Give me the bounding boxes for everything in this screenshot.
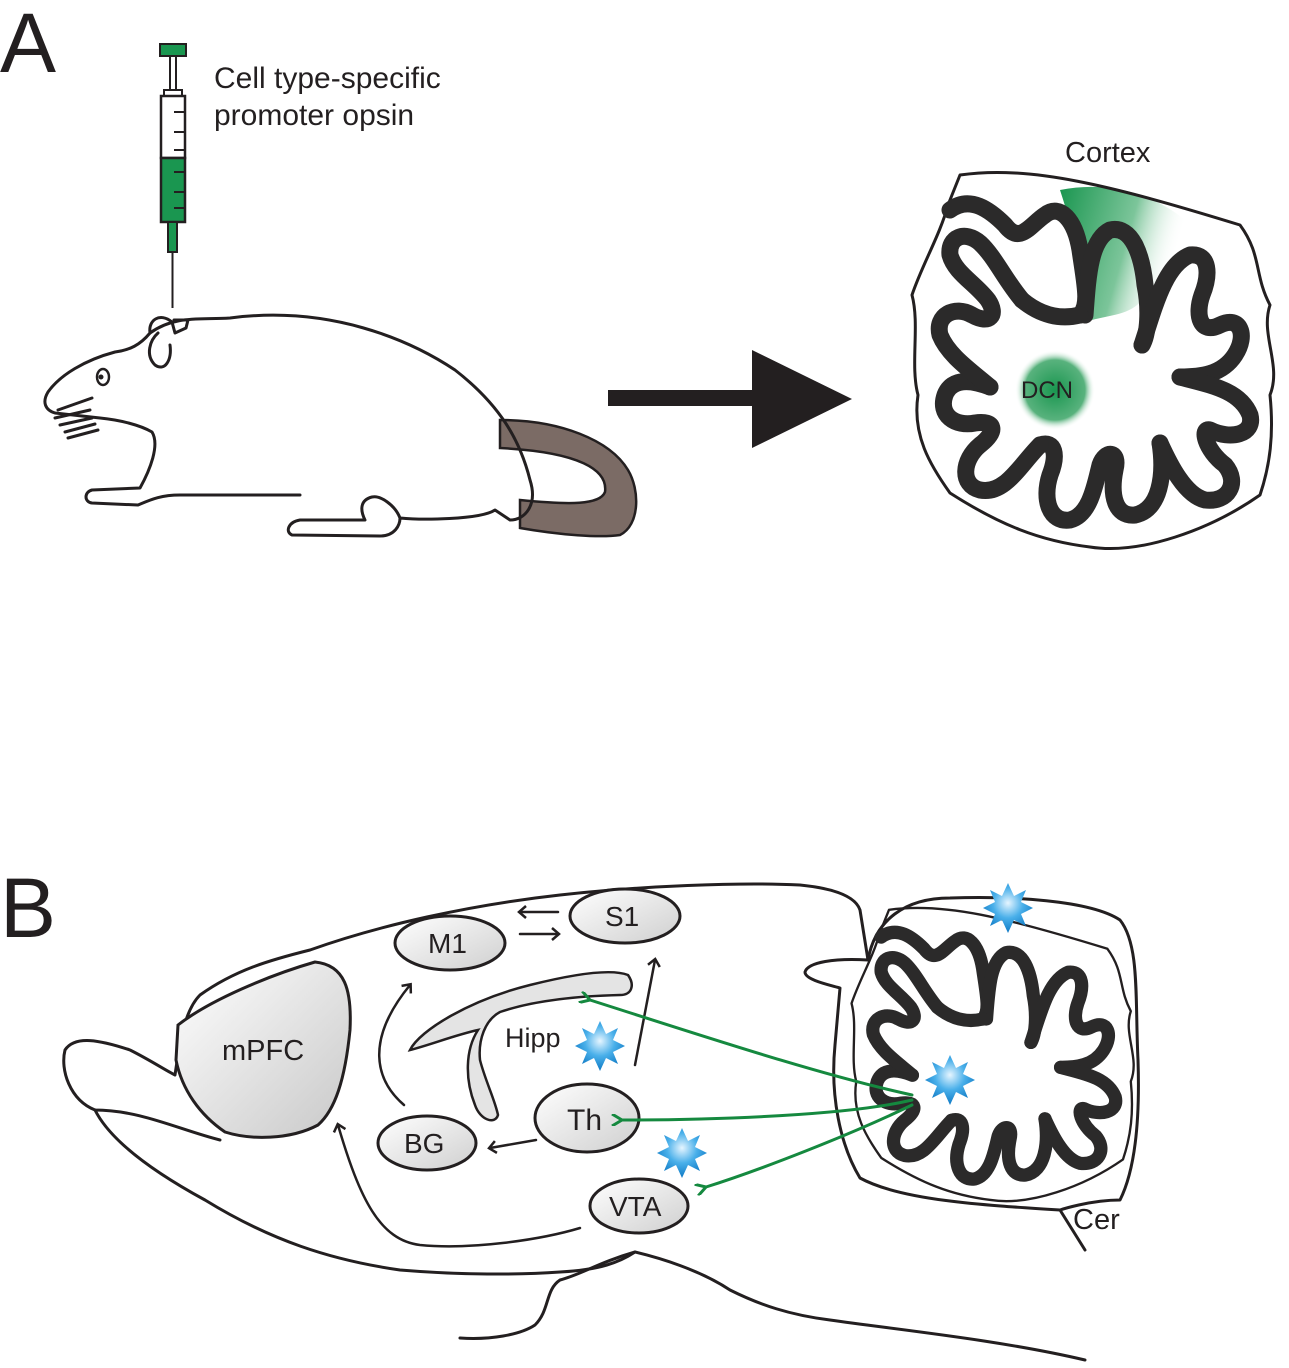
cerebellum-panel-a [912, 172, 1274, 548]
dcn-opsin-region [1015, 350, 1095, 430]
region-vta-shape [588, 1177, 690, 1235]
panel-label-b: B [0, 861, 56, 955]
region-bg: BG [404, 1128, 444, 1159]
region-hipp: Hipp [505, 1023, 561, 1053]
region-vta: VTA [609, 1191, 662, 1222]
region-mpfc: mPFC [222, 1035, 304, 1067]
injection-label-line1: Cell type-specific [214, 62, 441, 95]
panel-label-a: A [0, 0, 56, 90]
region-th: Th [567, 1104, 602, 1137]
region-th-shape [533, 1082, 641, 1154]
region-mpfc-shape [174, 960, 352, 1139]
syringe-icon [159, 43, 187, 308]
injection-label-line2: promoter opsin [214, 99, 414, 132]
big-right-arrow [608, 350, 852, 448]
region-m1-shape [393, 914, 507, 972]
projection-arrows [590, 1000, 914, 1187]
region-bg-shape [376, 1114, 478, 1172]
region-hipp-shape [407, 970, 633, 1122]
mouse-tail [498, 418, 638, 538]
brain-outline [62, 882, 1087, 1252]
mouse-drawing [43, 313, 638, 538]
dcn-label: DCN [1021, 377, 1073, 404]
region-s1-shape [568, 887, 682, 945]
cortex-label: Cortex [1065, 137, 1151, 169]
connection-arrows [332, 905, 661, 1248]
region-cer: Cer [1073, 1204, 1120, 1236]
region-m1: M1 [428, 928, 467, 959]
region-s1: S1 [605, 901, 639, 932]
cerebellum-panel-b [852, 908, 1134, 1201]
